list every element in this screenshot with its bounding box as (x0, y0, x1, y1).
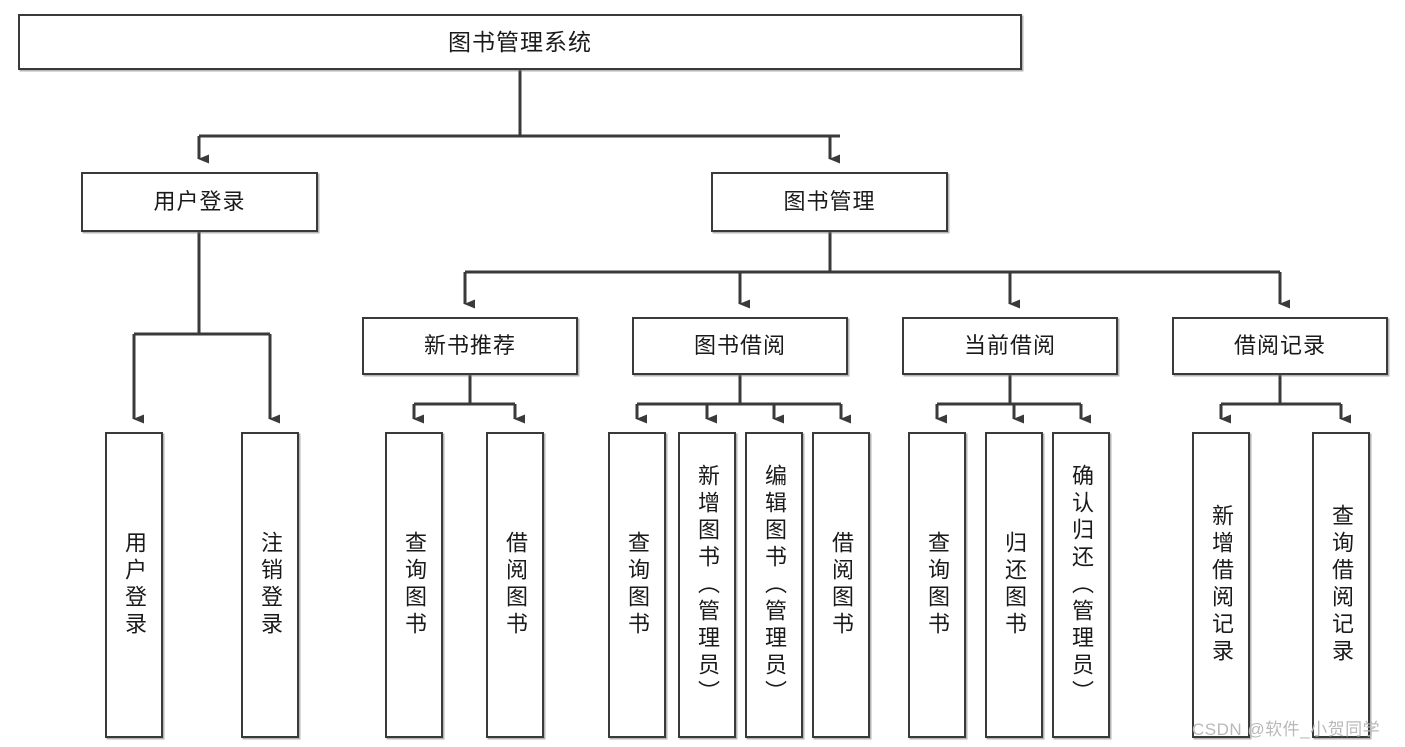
node-leaf-add-record[interactable]: 新增借阅记录 (1192, 432, 1250, 738)
node-leaf-add-record-label: 新增借阅记录 (1209, 504, 1234, 666)
node-leaf-confirm-return-label: 确认归还（管理员） (1069, 463, 1094, 707)
node-leaf-query-book-3[interactable]: 查询图书 (908, 432, 966, 738)
node-current-borrow[interactable]: 当前借阅 (902, 317, 1118, 375)
node-leaf-edit-book[interactable]: 编辑图书（管理员） (745, 432, 803, 738)
node-new-book-rec[interactable]: 新书推荐 (362, 317, 578, 375)
node-borrow-record-label: 借阅记录 (1233, 333, 1326, 359)
node-user-login-label: 用户登录 (153, 189, 246, 215)
node-leaf-return-book-label: 归还图书 (1002, 531, 1027, 639)
csdn-watermark: CSDN @软件_小贺同学 (1192, 720, 1381, 739)
node-leaf-query-book-2-label: 查询图书 (625, 531, 650, 639)
node-book-manage-label: 图书管理 (783, 189, 876, 215)
node-leaf-borrow-book-2[interactable]: 借阅图书 (812, 432, 870, 738)
node-leaf-borrow-book-1-label: 借阅图书 (503, 531, 528, 639)
node-root[interactable]: 图书管理系统 (18, 14, 1022, 70)
node-leaf-query-book-1[interactable]: 查询图书 (385, 432, 443, 738)
node-leaf-edit-book-label: 编辑图书（管理员） (762, 463, 787, 707)
node-leaf-query-record[interactable]: 查询借阅记录 (1312, 432, 1370, 738)
node-new-book-rec-label: 新书推荐 (423, 333, 516, 359)
node-leaf-user-logout[interactable]: 注销登录 (241, 432, 299, 738)
node-leaf-borrow-book-1[interactable]: 借阅图书 (486, 432, 544, 738)
node-leaf-confirm-return[interactable]: 确认归还（管理员） (1052, 432, 1110, 738)
node-leaf-add-book[interactable]: 新增图书（管理员） (678, 432, 736, 738)
node-current-borrow-label: 当前借阅 (963, 333, 1056, 359)
node-book-borrow-label: 图书借阅 (693, 333, 786, 359)
node-leaf-query-book-1-label: 查询图书 (402, 531, 427, 639)
node-leaf-borrow-book-2-label: 借阅图书 (829, 531, 854, 639)
node-leaf-add-book-label: 新增图书（管理员） (695, 463, 720, 707)
node-borrow-record[interactable]: 借阅记录 (1172, 317, 1388, 375)
node-user-login[interactable]: 用户登录 (81, 172, 318, 232)
node-book-manage[interactable]: 图书管理 (711, 172, 948, 232)
node-book-borrow[interactable]: 图书借阅 (632, 317, 848, 375)
node-leaf-return-book[interactable]: 归还图书 (985, 432, 1043, 738)
node-root-label: 图书管理系统 (448, 28, 592, 55)
node-leaf-query-book-2[interactable]: 查询图书 (608, 432, 666, 738)
node-leaf-user-login-label: 用户登录 (122, 531, 147, 639)
node-leaf-query-book-3-label: 查询图书 (925, 531, 950, 639)
node-leaf-user-login[interactable]: 用户登录 (105, 432, 163, 738)
node-leaf-user-logout-label: 注销登录 (258, 531, 283, 639)
node-leaf-query-record-label: 查询借阅记录 (1329, 504, 1354, 666)
